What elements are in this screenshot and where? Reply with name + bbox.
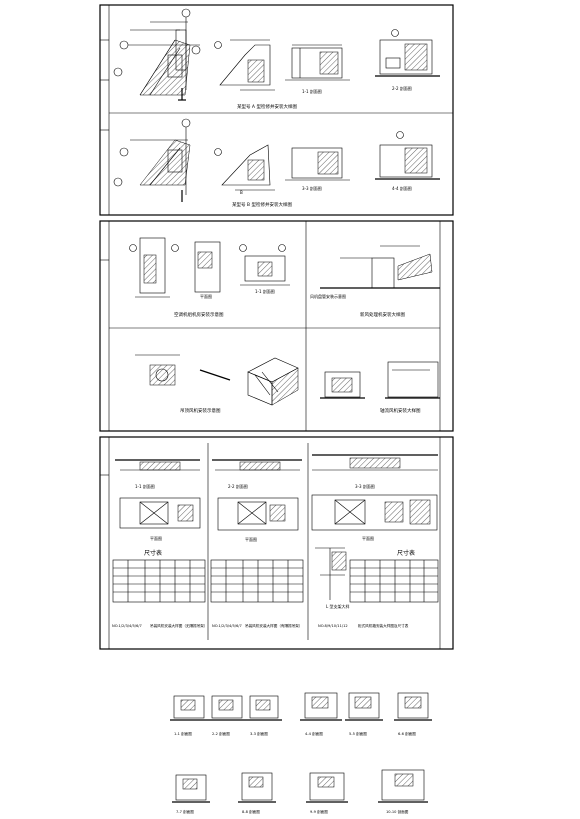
sheet-3-detail-label: L 型支架大样 (326, 603, 350, 609)
sheet-3-p3-table-title: 尺寸表 (397, 549, 415, 557)
sheet-3-panel-1 (115, 459, 201, 529)
sheet-2-label-1-1: 1-1 剖面图 (255, 288, 275, 294)
detail-8 (238, 772, 276, 803)
detail-3-label: 3-3 剖面图 (250, 731, 268, 736)
detail-4 (300, 692, 342, 721)
detail-7 (172, 774, 210, 803)
detail-6-label: 6-6 剖面图 (398, 731, 416, 736)
sheet-3-table-3 (349, 559, 439, 603)
sheet-2-axial-fan (320, 361, 440, 399)
detail-4-label: 4-4 剖面图 (305, 731, 323, 736)
sheet-2-caption-2: 风机盘管安装示意图 (310, 293, 346, 299)
sheet-2-caption-5: 轴流风机安装大样图 (380, 407, 421, 414)
sheet-3-p2-title: 2-2 剖面图 (228, 483, 248, 489)
sheet-1-label-1-1: 1-1 剖面图 (302, 88, 322, 94)
detail-5 (345, 692, 383, 721)
detail-7-label: 7-7 剖面图 (176, 809, 194, 814)
detail-1-label: 1-1 剖面图 (174, 731, 192, 736)
sheet-2-ceiling-fan (135, 354, 299, 406)
sheet-3-p1-ref: NO.1/2/3/4/5/6/7 (112, 624, 142, 628)
sheet-2-caption-1: 空调机组机房安装示意图 (174, 311, 224, 318)
sheet-3-l-bracket (315, 547, 347, 600)
bottom-details: 1-1 剖面图 2-2 剖面图 3-3 剖面图 4-4 剖面图 5-5 剖面图 … (170, 692, 432, 814)
detail-2 (208, 695, 246, 721)
sheet-1-label-4-4: 4-4 剖面图 (392, 185, 412, 191)
sheet-3-panel-2 (212, 459, 302, 531)
sheet-3-p2-ref: NO.1/2/3/4/5/6/7 (212, 624, 242, 628)
sheet-3-p1-plan: 平面图 (150, 535, 162, 541)
sheet-1-plan-a (113, 8, 201, 101)
sheet-2-caption-3: 新风处理机安装大样图 (360, 311, 405, 318)
sheet-1-label-b: B (240, 190, 243, 195)
sheet-1-label-3-3: 3-3 剖面图 (302, 185, 322, 191)
sheet-2-fcu (320, 245, 440, 289)
sheet-2-ahu-room (129, 237, 290, 298)
sheet-1: 某型号 A 型检修井安装大样图 1-1 剖面图 2-2 剖面图 (99, 4, 454, 216)
sheet-3-p2-plan: 平面图 (245, 536, 257, 542)
sheet-3-p3-plan: 平面图 (362, 535, 374, 541)
sheet-3-panel-3 (311, 454, 438, 531)
sheet-1-detail-b2 (214, 144, 275, 191)
detail-2-label: 2-2 剖面图 (212, 731, 230, 736)
sheet-3-table-1 (112, 559, 206, 603)
sheet-1-detail-a2 (214, 39, 275, 91)
detail-8-label: 8-8 剖面图 (242, 809, 260, 814)
sheet-1-detail-a3 (285, 44, 350, 81)
sheet-1-detail-b3 (285, 147, 350, 181)
sheet-3: 1-1 剖面图 平面图 尺寸表 NO.1/2/3/4/5/6/7 吊装风机安装大… (99, 436, 454, 650)
section-caption-b: 某型号 B 型检修井安装大样图 (232, 201, 292, 208)
sheet-1-detail-b4 (375, 131, 440, 180)
detail-3 (246, 695, 282, 721)
detail-5-label: 5-5 剖面图 (349, 731, 367, 736)
detail-10-label: 10-10 剖面图 (386, 809, 409, 814)
sheet-1-titlestrip (99, 4, 110, 216)
sheet-2-caption-4: 吊顶风机安装示意图 (180, 407, 221, 414)
sheet-1-detail-a4 (375, 29, 440, 77)
sheet-3-p1-title: 1-1 剖面图 (135, 483, 155, 489)
detail-10 (378, 769, 428, 803)
sheet-3-p3-ref: NO.8/9/10/11/12 (318, 624, 348, 628)
sheet-3-p1-table-title: 尺寸表 (144, 549, 162, 557)
detail-9 (306, 772, 348, 803)
section-caption-a: 某型号 A 型检修井安装大样图 (237, 103, 297, 110)
sheet-3-table-2 (210, 559, 304, 603)
sheet-3-p2-note: 吊装风机安装大样图（有隔振吊架） (245, 623, 303, 628)
detail-6 (394, 692, 432, 721)
sheet-1-plan-b (113, 118, 191, 202)
sheet-3-p3-note: 柜式风机箱安装大样图及尺寸表 (358, 623, 409, 628)
detail-1 (170, 695, 208, 721)
sheet-3-p3-title: 3-3 剖面图 (355, 483, 375, 489)
sheet-2: 平面图 1-1 剖面图 空调机组机房安装示意图 风机盘管安装示意图 新风处理机安… (99, 220, 454, 432)
sheet-1-label-2-2: 2-2 剖面图 (392, 85, 412, 91)
sheet-3-p1-note: 吊装风机安装大样图（无隔振吊架） (150, 623, 208, 628)
sheet-2-label-plan: 平面图 (200, 293, 212, 299)
detail-9-label: 9-9 剖面图 (310, 809, 328, 814)
